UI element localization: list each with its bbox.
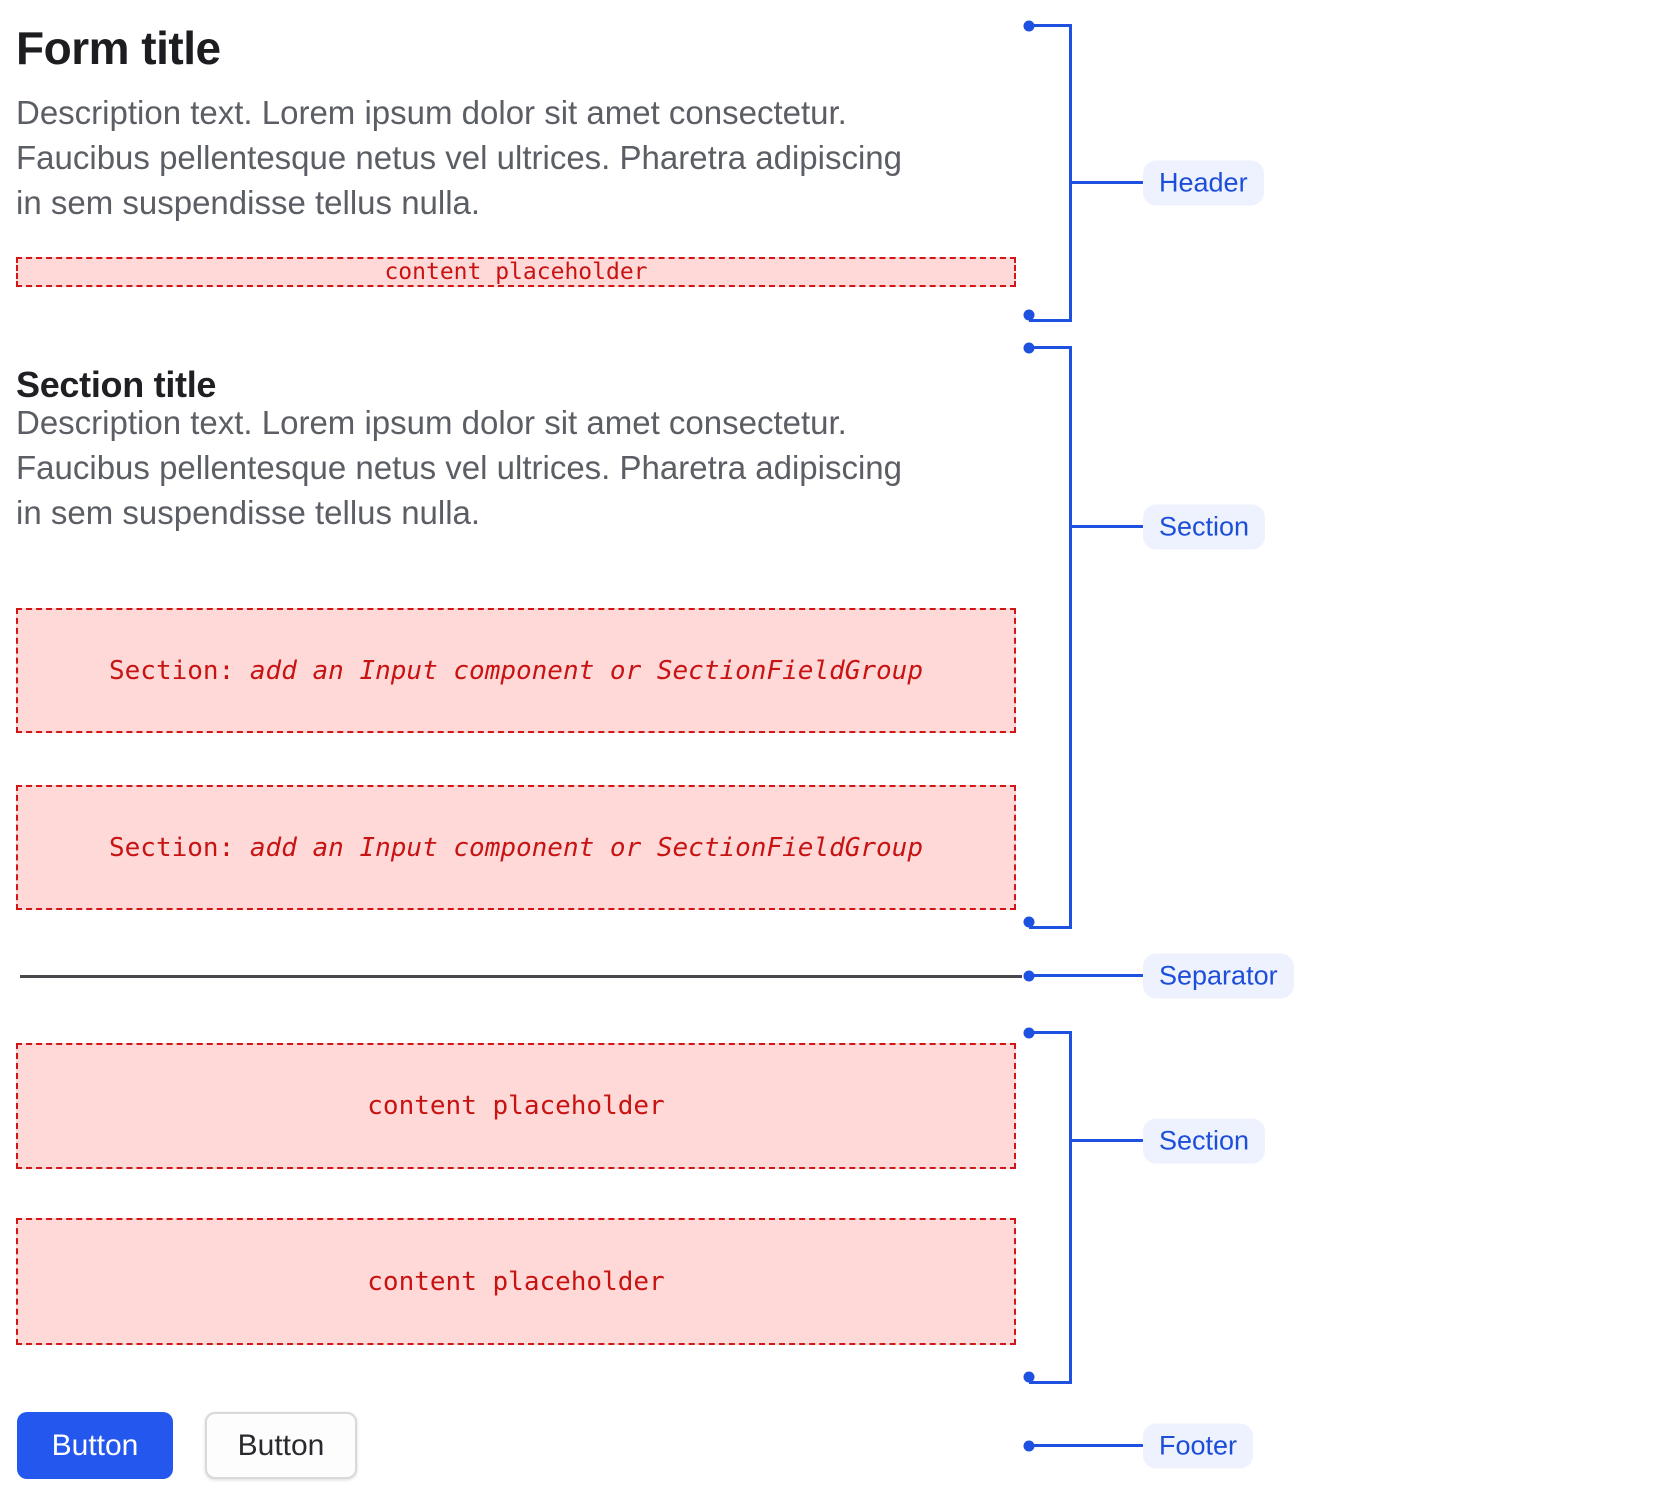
footer-dot (1023, 1440, 1035, 1451)
form-description: Description text. Lorem ipsum dolor sit … (16, 94, 903, 221)
section1-bracket-bottom-dot (1023, 916, 1035, 927)
section2-bracket (1029, 1031, 1072, 1384)
separator-label-connector (1030, 974, 1143, 977)
annotation-label-footer: Footer (1143, 1423, 1254, 1469)
separator-line (20, 975, 1022, 978)
section2-bracket-bottom-dot (1023, 1371, 1035, 1382)
section-input-slot-1: Section: add an Input component or Secti… (16, 608, 1016, 733)
section2-bracket-top-dot (1023, 1027, 1035, 1038)
header-label-connector (1069, 181, 1143, 184)
section-input-slot-2: Section: add an Input component or Secti… (16, 785, 1016, 910)
header-bracket-bottom-dot (1023, 309, 1035, 320)
annotation-label-separator: Separator (1143, 953, 1294, 999)
section2-label-connector (1069, 1139, 1143, 1142)
section-input-slot-2-label: Section: add an Input component or Secti… (109, 832, 923, 863)
annotation-label-section2: Section (1143, 1118, 1266, 1164)
footer-label-connector (1030, 1444, 1145, 1447)
annotation-label-section1: Section (1143, 504, 1266, 550)
header-content-placeholder-label: content placeholder (384, 259, 648, 285)
header-bracket-top-dot (1023, 20, 1035, 31)
section-input-slot-1-label: Section: add an Input component or Secti… (109, 655, 923, 686)
separator-dot (1023, 970, 1035, 981)
section1-bracket-top-dot (1023, 342, 1035, 353)
section2-content-placeholder-1: content placeholder (16, 1043, 1016, 1169)
primary-button[interactable]: Button (17, 1412, 173, 1479)
section1-bracket (1029, 346, 1072, 929)
header-bracket (1029, 24, 1072, 322)
section2-content-placeholder-2-label: content placeholder (367, 1266, 665, 1297)
section2-content-placeholder-1-label: content placeholder (367, 1091, 665, 1121)
section1-label-connector (1069, 525, 1143, 528)
header-content-placeholder: content placeholder (16, 257, 1016, 287)
section-description: Description text. Lorem ipsum dolor sit … (16, 404, 903, 531)
annotation-label-header: Header (1143, 160, 1264, 206)
form-title: Form title (16, 22, 221, 74)
section-title: Section title (16, 364, 217, 405)
secondary-button[interactable]: Button (205, 1412, 357, 1479)
section2-content-placeholder-2: content placeholder (16, 1218, 1016, 1345)
